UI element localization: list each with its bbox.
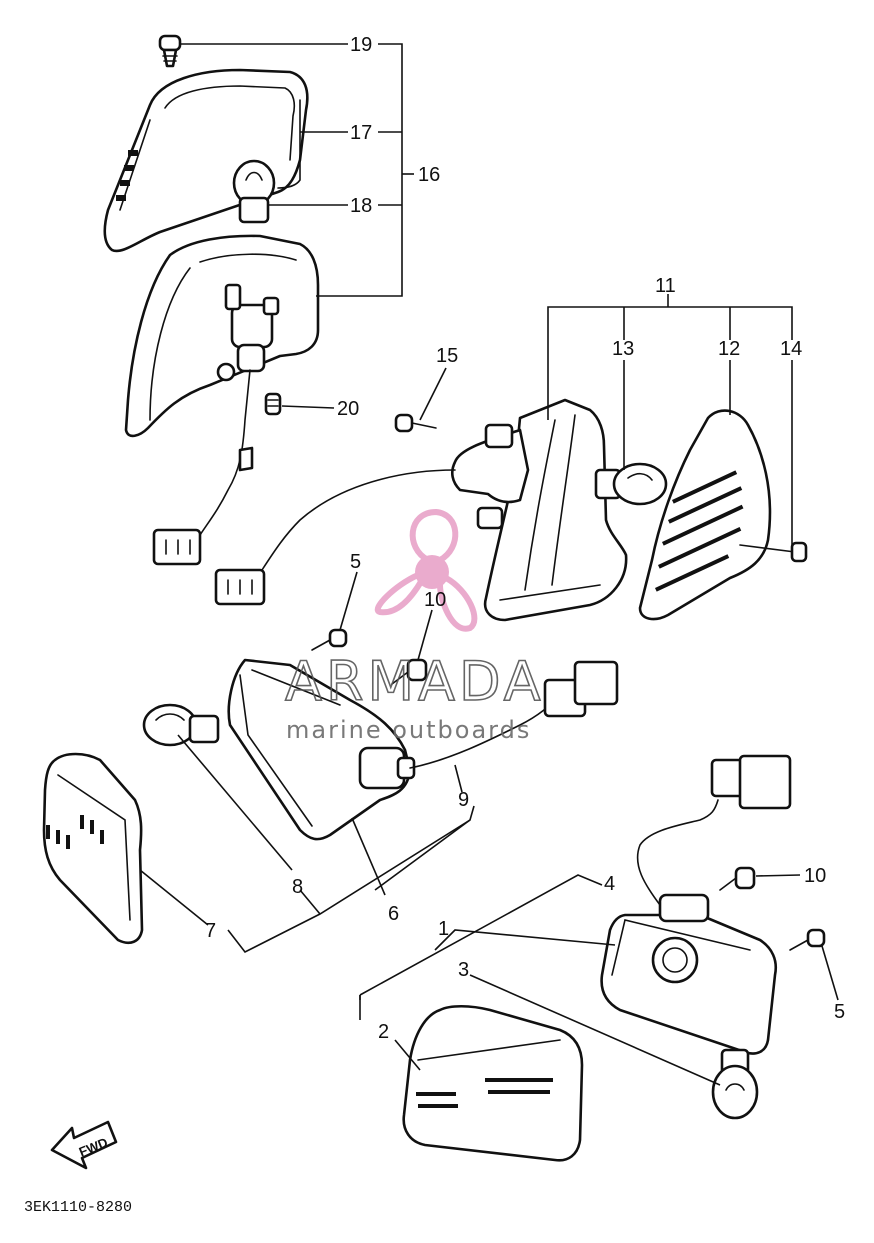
screw-5-upper — [311, 628, 348, 651]
rear-flasher-assembly — [103, 34, 320, 566]
mid-connector — [214, 568, 266, 606]
callout-18: 18 — [350, 195, 372, 217]
callout-1: 1 — [438, 918, 449, 940]
bulb-13 — [594, 462, 668, 506]
callout-12: 12 — [718, 338, 740, 360]
lens-2 — [402, 1004, 584, 1162]
callout-2: 2 — [378, 1021, 389, 1043]
bulb-3 — [711, 1048, 759, 1120]
fwd-arrow: FWD — [50, 1120, 118, 1170]
screw-5-lower — [789, 928, 826, 951]
callout-9: 9 — [458, 789, 469, 811]
callout-4: 4 — [604, 873, 615, 895]
callout-16: 16 — [418, 164, 440, 186]
watermark-brand: ARMADA — [285, 650, 545, 713]
callout-14: 14 — [780, 338, 802, 360]
callout-7: 7 — [205, 920, 216, 942]
lower-housing — [227, 658, 412, 841]
lower-right-connector — [710, 754, 792, 810]
callout-numbers: 19 17 16 18 20 11 13 12 14 15 5 10 9 8 6… — [205, 34, 845, 1043]
bulb-8 — [142, 703, 220, 747]
leader-lines — [139, 43, 839, 1086]
screw-15 — [394, 413, 437, 433]
gasket-17 — [277, 99, 301, 189]
watermark-tagline: marine outboards — [286, 716, 531, 744]
bulb-18 — [232, 159, 276, 224]
diagram-code: 3EK1110-8280 — [24, 1199, 132, 1216]
callout-20: 20 — [337, 398, 359, 420]
front-flasher-assembly-lower — [402, 754, 826, 1162]
callout-15: 15 — [436, 345, 458, 367]
lower-left-connector — [543, 660, 619, 718]
callout-8: 8 — [292, 876, 303, 898]
armada-watermark: ARMADA marine outboards — [284, 508, 545, 744]
propeller-logo — [374, 508, 478, 632]
callout-5-upper: 5 — [350, 551, 361, 573]
lens-12 — [638, 409, 772, 621]
callout-11: 11 — [655, 275, 676, 297]
callout-10-lower: 10 — [804, 865, 826, 887]
top-connector — [152, 528, 202, 566]
top-lens-cover — [103, 68, 309, 253]
front-flasher-assembly-left — [42, 628, 619, 944]
top-socket — [216, 283, 280, 382]
callout-10-upper: 10 — [424, 589, 446, 611]
screw-10-lower — [719, 866, 756, 891]
screw-10-upper — [391, 658, 428, 685]
callout-13: 13 — [612, 338, 634, 360]
screw-19 — [158, 34, 182, 68]
lens-7 — [42, 752, 144, 944]
callout-3: 3 — [458, 959, 469, 981]
callout-17: 17 — [350, 122, 372, 144]
callout-19: 19 — [350, 34, 372, 56]
callout-6: 6 — [388, 903, 399, 925]
screw-20 — [264, 392, 282, 416]
top-housing — [124, 234, 320, 438]
front-flasher-assembly-right — [214, 398, 808, 622]
screw-14 — [739, 541, 808, 563]
callout-5-lower: 5 — [834, 1001, 845, 1023]
